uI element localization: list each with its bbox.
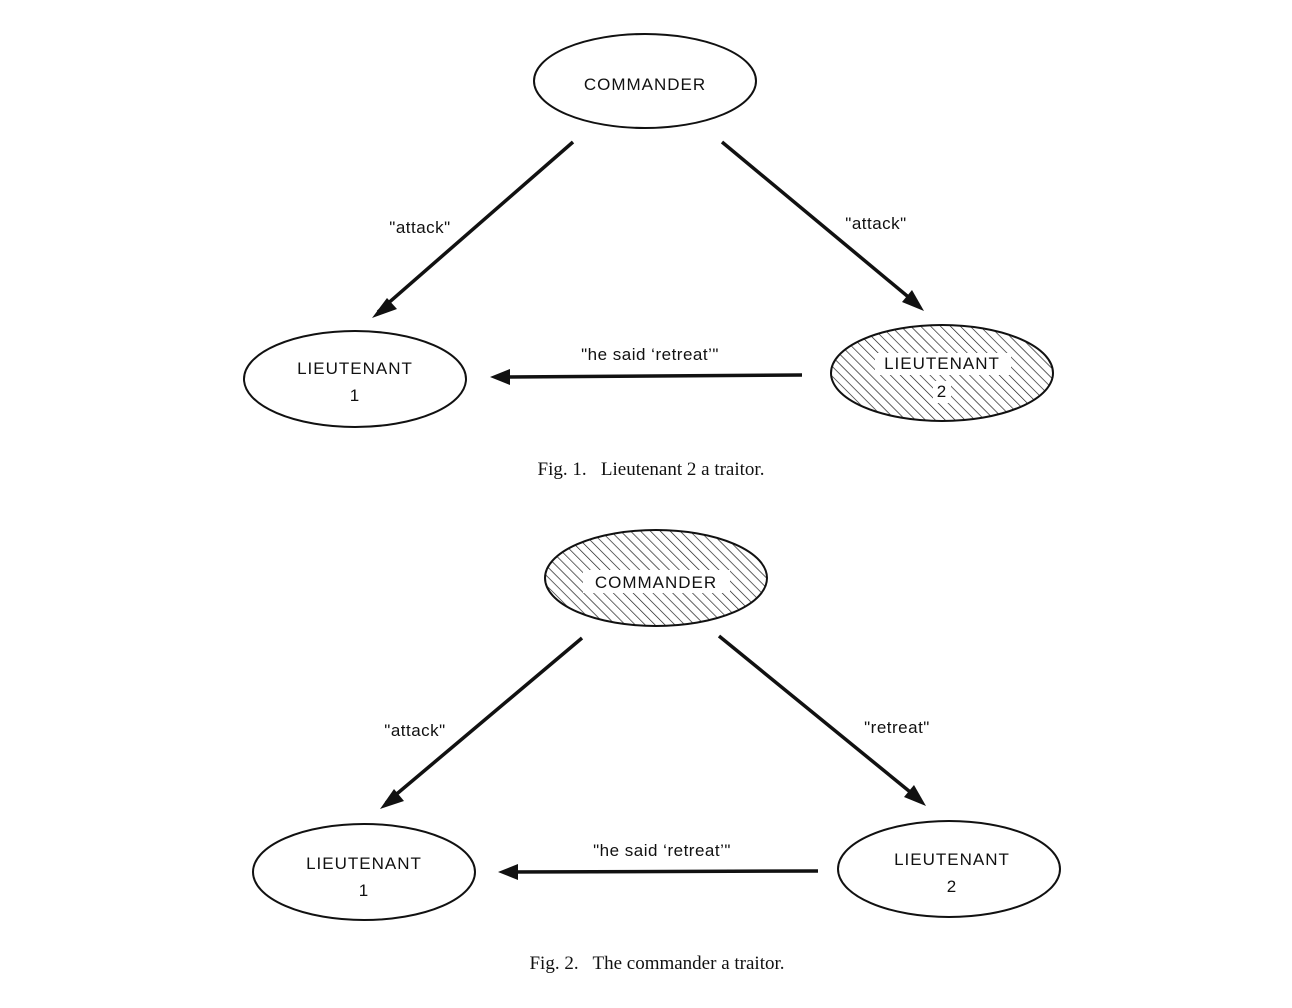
- node-lieutenant-1: LIEUTENANT 1: [252, 823, 476, 921]
- node-label: LIEUTENANT: [884, 354, 1000, 373]
- figure-1: "attack" "attack" "he said ‘retreat’" CO…: [243, 33, 1054, 480]
- node-label: LIEUTENANT: [297, 359, 413, 378]
- node-label-number: 2: [947, 877, 957, 896]
- arrow-line: [720, 140, 920, 307]
- arrowhead-icon: [372, 298, 397, 318]
- node-lieutenant-2: LIEUTENANT 2: [837, 820, 1061, 918]
- node-label: LIEUTENANT: [306, 854, 422, 873]
- node-label-number: 1: [350, 386, 360, 405]
- arrow-line: [384, 636, 584, 805]
- label-background: [583, 570, 730, 593]
- node-label: COMMANDER: [595, 573, 717, 592]
- arrow-line: [499, 373, 803, 379]
- edge-commander-to-lieutenant-1: "attack": [380, 636, 584, 809]
- arrow-line: [717, 634, 922, 802]
- figure-2: "attack" "retreat" "he said ‘retreat’" C…: [252, 529, 1061, 974]
- arrowhead-icon: [380, 789, 404, 809]
- node-commander: COMMANDER: [533, 33, 757, 129]
- edge-label: "he said ‘retreat’": [593, 841, 731, 860]
- edge-lieutenant-2-to-lieutenant-1: "he said ‘retreat’": [490, 345, 803, 385]
- figure-caption: Fig. 1. Lieutenant 2 a traitor.: [538, 459, 765, 480]
- edge-commander-to-lieutenant-2: "retreat": [717, 634, 930, 806]
- arrowhead-icon: [902, 290, 924, 311]
- edge-label: "attack": [389, 218, 450, 237]
- arrow-line: [376, 140, 575, 314]
- edge-commander-to-lieutenant-1: "attack": [372, 140, 575, 318]
- edge-label: "attack": [845, 214, 906, 233]
- edge-commander-to-lieutenant-2: "attack": [720, 140, 924, 311]
- node-lieutenant-1: LIEUTENANT 1: [243, 330, 467, 428]
- node-ellipse: [533, 33, 757, 129]
- node-label-number: 2: [937, 382, 947, 401]
- node-ellipse: [252, 823, 476, 921]
- arrowhead-icon: [904, 785, 926, 806]
- label-background: [875, 353, 1011, 375]
- node-label: COMMANDER: [584, 75, 706, 94]
- arrow-line: [507, 869, 819, 874]
- node-label-number: 1: [359, 881, 369, 900]
- node-ellipse: [837, 820, 1061, 918]
- edge-label: "retreat": [864, 718, 930, 737]
- label-background: [933, 381, 951, 403]
- edge-label: "he said ‘retreat’": [581, 345, 719, 364]
- arrowhead-icon: [498, 864, 518, 880]
- node-lieutenant-2-traitor: LIEUTENANT 2: [830, 324, 1054, 422]
- node-commander-traitor: COMMANDER: [544, 529, 768, 627]
- node-label: LIEUTENANT: [894, 850, 1010, 869]
- edge-label: "attack": [384, 721, 445, 740]
- figure-caption: Fig. 2. The commander a traitor.: [529, 953, 784, 974]
- arrowhead-icon: [490, 369, 510, 385]
- edge-lieutenant-2-to-lieutenant-1: "he said ‘retreat’": [498, 841, 819, 880]
- node-ellipse: [243, 330, 467, 428]
